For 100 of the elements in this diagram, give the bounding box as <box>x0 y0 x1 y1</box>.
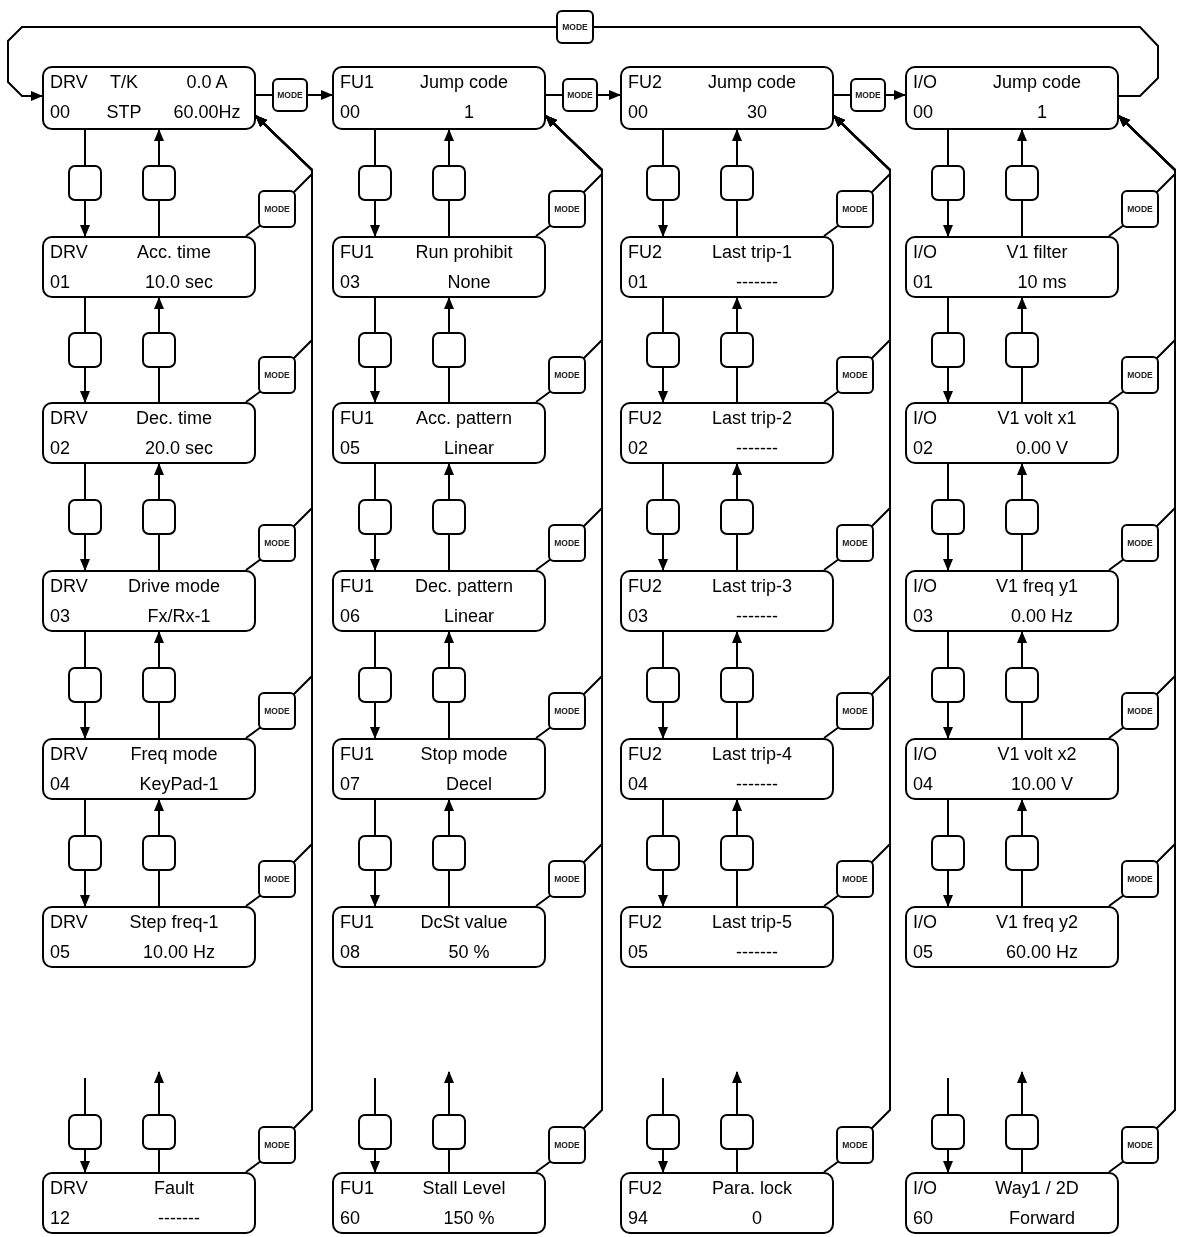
display-text: Stop mode <box>419 743 509 765</box>
connector-line <box>736 200 738 237</box>
lcd-display <box>620 402 834 464</box>
mode-key: MODE <box>1121 356 1159 394</box>
display-text: Linear <box>442 605 495 627</box>
key-box <box>646 835 680 871</box>
connector-line <box>1108 558 1125 571</box>
arrow <box>943 200 953 237</box>
arrow <box>732 129 742 166</box>
lcd-display <box>620 1172 834 1234</box>
mode-key: MODE <box>836 190 874 228</box>
arrow <box>732 1071 742 1115</box>
connector-line <box>662 1077 664 1115</box>
connector-line <box>823 390 840 403</box>
display-text: DRV <box>50 407 89 429</box>
display-text: FU2 <box>628 1177 663 1199</box>
display-text: Freq mode <box>129 743 219 765</box>
key-box <box>68 165 102 201</box>
lcd-display <box>620 738 834 800</box>
connector-line <box>84 799 86 836</box>
connector-line <box>545 94 563 96</box>
connector-line <box>1108 726 1125 739</box>
connector-line <box>947 1077 949 1115</box>
lcd-display <box>332 236 546 298</box>
key-box <box>68 667 102 703</box>
key-box <box>720 667 754 703</box>
display-text: Para. lock <box>710 1177 793 1199</box>
display-text: Last trip-1 <box>710 241 793 263</box>
key-box <box>432 1114 466 1150</box>
key-box <box>358 165 392 201</box>
display-text: 02 <box>913 437 935 459</box>
display-text: 05 <box>628 941 650 963</box>
display-text: 20.0 sec <box>143 437 214 459</box>
arrow <box>154 297 164 333</box>
lcd-display <box>905 236 1119 298</box>
display-text: 06 <box>340 605 362 627</box>
connector-line <box>158 702 160 739</box>
mode-key: MODE <box>836 356 874 394</box>
key-box <box>720 835 754 871</box>
display-text: Drive mode <box>127 575 221 597</box>
arrow <box>1017 631 1027 668</box>
lcd-display <box>905 66 1119 130</box>
display-text: 50 % <box>447 941 491 963</box>
lcd-display <box>905 402 1119 464</box>
connector-line <box>448 702 450 739</box>
arrow <box>658 367 668 403</box>
display-text: DRV <box>50 743 89 765</box>
key-box <box>720 499 754 535</box>
connector-line <box>245 558 262 571</box>
connector-line <box>448 200 450 237</box>
lcd-display <box>332 66 546 130</box>
key-box <box>432 332 466 368</box>
mode-key: MODE <box>548 1126 586 1164</box>
connector-line <box>947 799 949 836</box>
mode-key: MODE <box>562 78 598 112</box>
connector-line <box>255 94 273 96</box>
display-text: 05 <box>340 437 362 459</box>
connector-line <box>833 94 851 96</box>
arrow <box>444 129 454 166</box>
connector-line <box>158 870 160 907</box>
display-text: Stall Level <box>421 1177 507 1199</box>
connector-line <box>245 224 262 237</box>
display-text: 60.00 Hz <box>1004 941 1079 963</box>
display-text: 30 <box>746 101 768 123</box>
connector-line <box>1108 224 1125 237</box>
key-box <box>931 499 965 535</box>
display-text: I/O <box>913 743 938 765</box>
mode-key: MODE <box>258 190 296 228</box>
display-text: FU1 <box>340 1177 375 1199</box>
display-text: DRV <box>50 241 89 263</box>
arrow <box>1017 799 1027 836</box>
arrow <box>658 200 668 237</box>
lcd-display <box>42 570 256 632</box>
display-text: Linear <box>442 437 495 459</box>
display-text: I/O <box>913 575 938 597</box>
display-text: 1 <box>463 101 475 123</box>
display-text: 07 <box>340 773 362 795</box>
arrow <box>444 799 454 836</box>
mode-key: MODE <box>548 860 586 898</box>
connector-line <box>662 463 664 500</box>
key-box <box>720 1114 754 1150</box>
connector-line <box>1021 870 1023 907</box>
display-text: I/O <box>913 241 938 263</box>
display-text: FU2 <box>628 911 663 933</box>
mode-key: MODE <box>836 1126 874 1164</box>
key-box <box>1005 835 1039 871</box>
connector-line <box>736 534 738 571</box>
lcd-display <box>332 738 546 800</box>
display-text: Last trip-2 <box>710 407 793 429</box>
display-text: Fx/Rx-1 <box>146 605 212 627</box>
arrow <box>732 297 742 333</box>
connector-line <box>823 894 840 907</box>
connector-line <box>245 1160 262 1173</box>
display-text: 0 <box>751 1207 763 1229</box>
display-text: I/O <box>913 1177 938 1199</box>
display-text: Step freq-1 <box>128 911 220 933</box>
connector-line <box>1108 390 1125 403</box>
connector-line <box>736 702 738 739</box>
display-text: 10.00 V <box>1009 773 1075 795</box>
connector-line <box>736 367 738 403</box>
